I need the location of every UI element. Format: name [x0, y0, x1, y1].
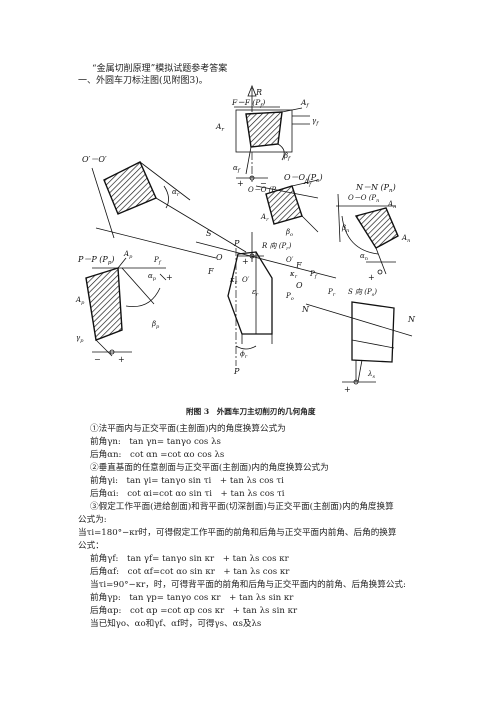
svg-text:κr: κr [289, 270, 298, 280]
section-pp: P－P (Pp) Ap Pf αp Ap βp γp − + + [75, 250, 173, 364]
svg-text:An: An [387, 200, 396, 210]
svg-text:αf: αf [233, 164, 241, 174]
tool-section-ff [245, 111, 283, 148]
svg-text:O－O (Po): O－O (Po) [284, 173, 323, 184]
svg-text:αn: αn [360, 252, 368, 262]
svg-text:N: N [407, 315, 416, 324]
svg-text:P－P (Pp): P－P (Pp) [77, 255, 114, 266]
text-line: 当已知γo、αo和γf、αf时，可得γs、αs及λs [90, 619, 262, 629]
svg-text:+: + [237, 179, 244, 188]
svg-text:+: + [344, 385, 351, 394]
svg-text:Pf: Pf [153, 256, 162, 266]
text-line: ②垂直基面的任意剖面与正交平面(主剖面)内的角度换算公式为 [90, 463, 329, 473]
svg-text:R 向 (Pr): R 向 (Pr) [261, 242, 292, 252]
svg-text:βn: βn [341, 224, 349, 234]
section-s-view: Pr S 向 (Ps) N N λs + [301, 288, 416, 394]
section-heading: 一、外圆车刀标注图(见附图3)。 [78, 76, 208, 86]
svg-text:αp: αp [148, 272, 157, 282]
text-line: 后角αf: cot αf=cot αo sin κr + tan λs cos … [90, 567, 290, 577]
svg-text:κr: κr [229, 276, 238, 286]
svg-text:Ap: Ap [75, 296, 85, 306]
text-line: 前角γf: tan γf= tanγo sin κr + tan λs cos … [90, 554, 289, 564]
svg-text:F: F [207, 267, 214, 276]
svg-text:O－O (P: O－O (P [248, 186, 276, 194]
label-R: R [255, 88, 262, 97]
text-line: 公式： [78, 541, 104, 551]
svg-text:O′: O′ [286, 256, 294, 264]
svg-text:P: P [233, 239, 240, 248]
svg-text:αr: αr [172, 188, 180, 198]
svg-text:Ar: Ar [260, 213, 269, 223]
section-oo: O－O (Po) O－O (P Ar Af βo + [238, 173, 323, 266]
text-line: 当τi=90°−κr，时，可得背平面的前角和后角与正交平面内的前角、后角换算公式… [90, 580, 406, 590]
svg-text:βo: βo [285, 228, 293, 238]
svg-text:An: An [401, 234, 410, 244]
svg-text:γf: γf [312, 117, 319, 127]
text-line: 前角γi: tan γi= tanγo sin τi + tan λs cos … [90, 476, 284, 486]
svg-text:S: S [206, 229, 212, 238]
tool-angle-figure: R F－F (Pf) Af Ar γf βf αf + − O－O (Po) O… [75, 84, 416, 394]
svg-text:F－F (Pf): F－F (Pf) [231, 98, 265, 109]
svg-text:O′: O′ [242, 276, 250, 284]
svg-text:Ar: Ar [215, 122, 224, 133]
text-line: ①法平面内与正交平面(主剖面)内的角度换算公式为 [90, 424, 286, 434]
svg-text:−: − [94, 355, 101, 364]
text-line: 前角γn: tan γn= tanγo cos λs [90, 437, 221, 447]
svg-text:γp: γp [76, 334, 84, 344]
text-line: 后角αn: cot αn =cot αo cos λs [90, 450, 225, 460]
text-line: 当τi=180°−κr时，可得假定工作平面的前角和后角与正交平面内前角、后角的换… [78, 528, 397, 538]
tool-section-pp [85, 267, 123, 341]
figure-caption: 附图 3 外圆车刀主切削刃的几何角度 [186, 407, 316, 416]
text-line: 后角αp: cot αp =cot αp cos κr + tan λs sin… [90, 606, 298, 616]
svg-text:ϕr: ϕr [240, 350, 248, 360]
tool-section-nn [354, 207, 399, 249]
text-line: 公式为: [78, 515, 107, 525]
tool-section-oprime [103, 161, 157, 215]
svg-text:N－N (Pn): N－N (Pn) [355, 183, 396, 194]
svg-text:Po: Po [285, 292, 294, 302]
text-line: 前角γp: tan γp= tanγo cos κr + tan λs sin … [90, 593, 294, 603]
svg-text:εr: εr [252, 288, 259, 298]
svg-text:Pf: Pf [309, 270, 318, 280]
svg-text:O: O [216, 253, 223, 262]
section-nn: N－N (Pn) O－O (Pn An An βn αn + [336, 183, 410, 282]
svg-text:P: P [233, 367, 240, 376]
svg-text:λs: λs [367, 370, 375, 380]
svg-text:O－O (Pn: O－O (Pn [348, 194, 379, 204]
svg-text:βf: βf [283, 152, 291, 162]
svg-text:F: F [295, 261, 302, 270]
svg-text:Af: Af [300, 98, 309, 109]
svg-text:N: N [301, 305, 310, 314]
svg-text:−: − [260, 179, 267, 188]
document-title: “金属切削原理”模拟试题参考答案 [92, 64, 228, 74]
text-line: 后角αi: cot αi=cot αo sin τi + tan λs cos … [90, 489, 285, 499]
svg-text:Pr: Pr [327, 288, 336, 298]
section-ff: R F－F (Pf) Af Ar γf βf αf + − [215, 84, 319, 188]
text-line: ③假定工作平面(进给剖面)和背平面(切深剖面)与正交平面(主剖面)内的角度换算 [90, 502, 394, 512]
svg-text:Af: Af [303, 178, 312, 188]
svg-text:O: O [296, 281, 303, 290]
svg-text:O′－O′: O′－O′ [82, 155, 107, 164]
svg-text:βp: βp [151, 320, 160, 330]
svg-text:+: + [368, 273, 375, 282]
svg-text:Ap: Ap [123, 250, 133, 260]
tool-plan-view: S P P O F R 向 (Pr) O′ κr κr εr O′ ϕr F O… [195, 229, 337, 376]
section-oprime: O′－O′ αr [82, 155, 247, 259]
svg-text:+: + [242, 257, 249, 266]
svg-text:+: + [166, 273, 173, 282]
svg-text:+: + [118, 355, 125, 364]
svg-text:S 向 (Ps): S 向 (Ps) [348, 288, 377, 298]
